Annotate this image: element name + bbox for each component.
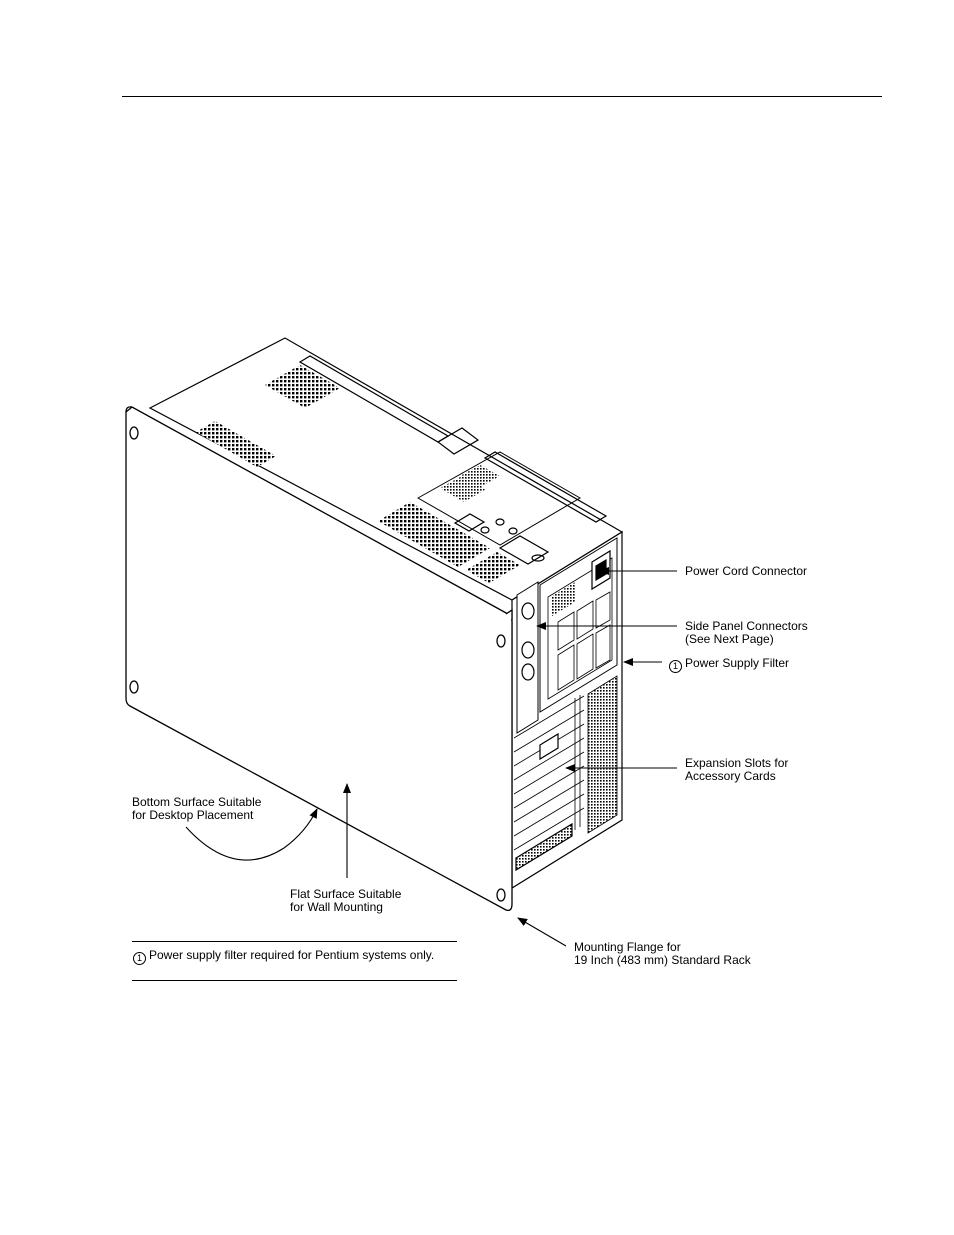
bottom-surface-sublabel: for Desktop Placement bbox=[132, 808, 254, 822]
chassis-top-surface bbox=[148, 337, 624, 601]
footnote-rule-bottom bbox=[132, 980, 457, 981]
callout-lines bbox=[185, 567, 677, 947]
side-panel-label: Side Panel Connectors bbox=[685, 619, 808, 633]
side-panel-sublabel: (See Next Page) bbox=[685, 632, 774, 646]
bottom-surface-arrow bbox=[185, 808, 318, 861]
expansion-sublabel: Accessory Cards bbox=[685, 769, 776, 783]
flange-label: Mounting Flange for bbox=[574, 940, 681, 954]
flat-surface-sublabel: for Wall Mounting bbox=[290, 900, 383, 914]
bottom-surface-label: Bottom Surface Suitable bbox=[132, 795, 262, 809]
flat-surface-label: Flat Surface Suitable bbox=[290, 887, 402, 901]
power-cord-label: Power Cord Connector bbox=[685, 564, 808, 578]
expansion-label: Expansion Slots for bbox=[685, 756, 789, 770]
page-header-rule bbox=[122, 96, 882, 97]
psu-filter-text: Power Supply Filter bbox=[685, 656, 790, 670]
footnote-text: Power supply filter required for Pentium… bbox=[149, 948, 435, 962]
footnote-marker: 1 bbox=[133, 952, 146, 965]
footnote-marker: 1 bbox=[669, 660, 682, 673]
flange-arrow bbox=[517, 917, 567, 947]
mounting-flange bbox=[125, 406, 513, 912]
flange-sublabel: 19 Inch (483 mm) Standard Rack bbox=[574, 953, 751, 967]
footnote-rule-top bbox=[132, 941, 457, 942]
